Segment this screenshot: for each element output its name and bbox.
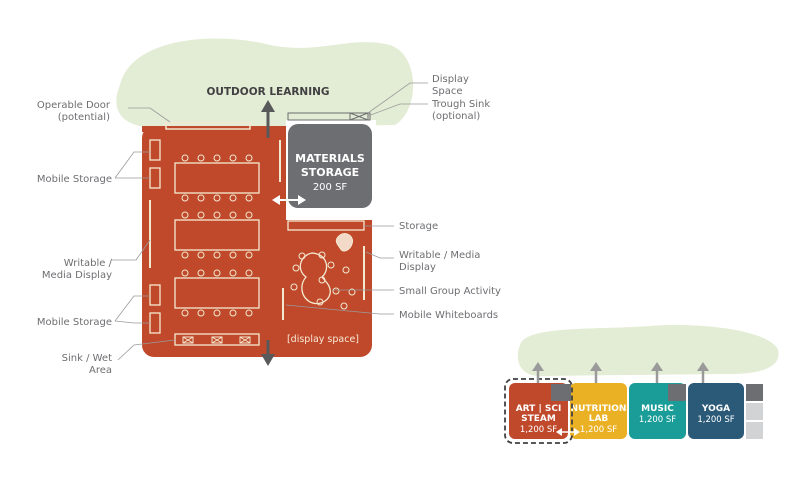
chairs [181,154,253,317]
chair [197,251,205,259]
callout-writable-left-2: Media Display [42,270,112,281]
chair [229,269,237,277]
outdoor-learning-area [116,38,414,129]
chair [197,309,205,317]
materials-storage-room [288,124,372,208]
wing-room-name: STEAM [521,414,556,424]
chair [229,154,237,162]
chair [181,309,189,317]
chair [213,269,221,277]
wing-storage-block [746,403,763,420]
chair [181,269,189,277]
callout-writable-left-1: Writable / [64,258,113,269]
wing-storage-block [746,384,763,401]
wing-room-name: YOGA [701,404,730,414]
table-group-1 [174,162,260,194]
callout-sink-2: Area [89,365,112,376]
stools [290,251,356,310]
callout-trough-sink-1: Trough Sink [431,99,490,110]
callout-operable-door-2: (potential) [58,112,110,123]
chair [197,154,205,162]
wing-room-area: 1,200 SF [580,425,617,435]
wing-storage-block [746,422,763,439]
callout-display-space-2: Space [432,86,462,97]
display-space-label: [display space] [287,334,359,345]
chair [197,269,205,277]
materials-area: 200 SF [313,182,348,193]
table-group-2 [174,219,260,251]
chair [213,154,221,162]
chair [245,309,253,317]
wing-room-name: MUSIC [641,404,674,414]
mobile-storage-unit [149,284,161,306]
callout-trough-sink-2: (optional) [432,111,480,122]
wing-room-area: 1,200 SF [639,415,676,425]
chair [229,194,237,202]
chair [213,211,221,219]
callout-mobile-whiteboards: Mobile Whiteboards [399,310,498,321]
wing-room-block [688,383,744,439]
sink-wet-area [174,333,260,346]
operable-door [165,122,251,130]
callout-storage: Storage [399,221,438,232]
wing-arrows [532,362,709,383]
outdoor-learning-label: OUTDOOR LEARNING [206,86,329,98]
callout-operable-door-1: Operable Door [37,100,111,111]
wing-room-area: 1,200 SF [697,415,734,425]
small-group-table [299,252,331,305]
bean-table [335,233,354,252]
wing-room-name: NUTRITION [571,404,627,414]
callout-writable-right-2: Display [399,262,436,273]
wing-room-name: LAB [589,414,609,424]
callout-display-space-1: Display [432,74,469,85]
table-group-3 [174,277,260,309]
chair [229,211,237,219]
wing-storage-block [668,384,686,401]
leader-lines [112,82,428,361]
callout-mobile-storage-bottom: Mobile Storage [37,317,112,328]
sink-basins [182,336,251,344]
wing-storage-block [551,384,571,401]
chair [197,194,205,202]
chair [245,194,253,202]
chair [213,194,221,202]
chair [197,211,205,219]
wing-room-block [570,383,627,439]
materials-title-line2: STORAGE [301,166,359,179]
display-space-bar [287,112,371,121]
chair [229,251,237,259]
callout-sink-1: Sink / Wet [62,353,112,364]
wing-room-area: 1,200 SF [520,425,557,435]
trough-sink [349,112,369,121]
chair [181,154,189,162]
chair [245,251,253,259]
chair [245,211,253,219]
storage-strip [287,220,365,231]
callout-writable-right-1: Writable / Media [399,250,480,261]
mobile-storage-unit [149,139,161,161]
chair [245,154,253,162]
chair [213,309,221,317]
wing-outdoor-area [517,325,779,376]
materials-title-line1: MATERIALS [295,152,365,165]
chair [213,251,221,259]
chair [229,309,237,317]
callout-mobile-storage-top: Mobile Storage [37,174,112,185]
callout-small-group: Small Group Activity [399,286,501,297]
chair [245,269,253,277]
chair [181,251,189,259]
wing-room-name: ART | SCI [516,404,562,414]
chair [181,211,189,219]
chair [181,194,189,202]
